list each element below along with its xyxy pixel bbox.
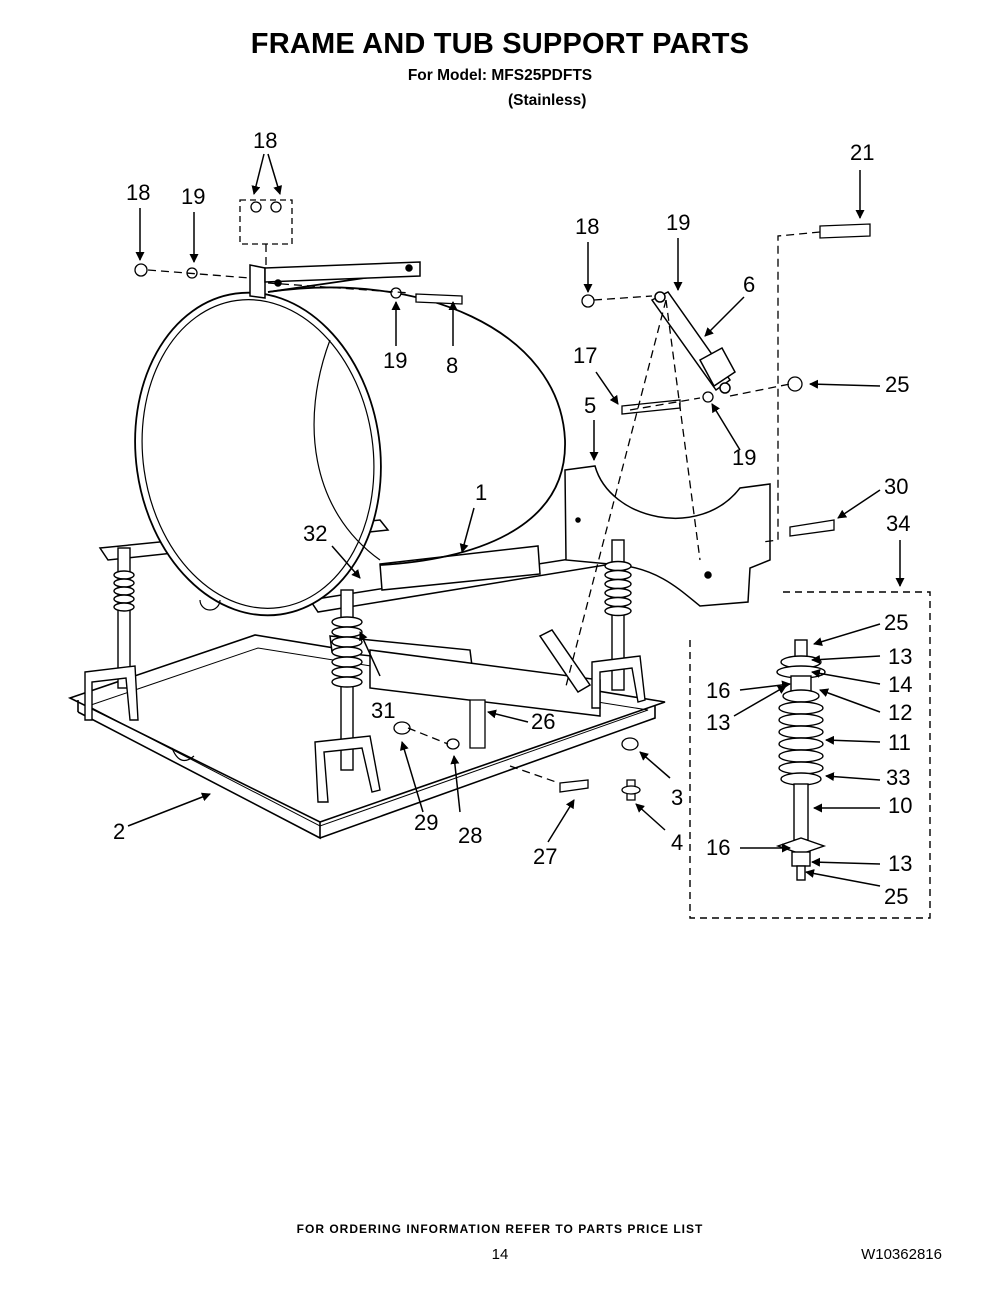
- suspension-springs: [84, 539, 646, 803]
- leader-arrows: [127, 153, 905, 887]
- callout-5: 5: [584, 393, 596, 418]
- rear-support: [564, 465, 771, 607]
- callout-31: 31: [371, 698, 395, 723]
- callout-19: 19: [181, 184, 205, 209]
- callout-4: 4: [671, 830, 683, 855]
- callout-13: 13: [888, 851, 912, 876]
- spring-assembly-inset: [689, 591, 931, 919]
- finish-line: (Stainless): [508, 92, 587, 109]
- callout-18: 18: [126, 180, 150, 205]
- callout-27: 27: [533, 844, 557, 869]
- ordering-note: FOR ORDERING INFORMATION REFER TO PARTS …: [296, 1222, 704, 1236]
- callout-17: 17: [573, 343, 597, 368]
- callout-30: 30: [884, 474, 908, 499]
- callout-18: 18: [575, 214, 599, 239]
- callout-8: 8: [446, 353, 458, 378]
- callout-19: 19: [732, 445, 756, 470]
- model-line: For Model: MFS25PDFTS: [407, 67, 593, 84]
- callout-14: 14: [888, 672, 912, 697]
- callout-26: 26: [531, 709, 555, 734]
- callout-19: 19: [383, 348, 407, 373]
- callout-16: 16: [706, 678, 730, 703]
- damper-assembly: [538, 291, 736, 694]
- callout-12: 12: [888, 700, 912, 725]
- callout-25: 25: [884, 884, 908, 909]
- callout-25: 25: [885, 372, 909, 397]
- document-number: W10362816: [861, 1246, 942, 1263]
- callout-29: 29: [414, 810, 438, 835]
- callout-32: 32: [303, 521, 327, 546]
- page-title: FRAME AND TUB SUPPORT PARTS: [250, 28, 750, 60]
- callout-28: 28: [458, 823, 482, 848]
- callout-25: 25: [884, 610, 908, 635]
- callout-1: 1: [475, 480, 487, 505]
- callout-21: 21: [850, 140, 874, 165]
- callout-18: 18: [253, 128, 277, 153]
- connector-lines: [147, 231, 821, 783]
- callout-16: 16: [706, 835, 730, 860]
- callout-6: 6: [743, 272, 755, 297]
- callout-11: 11: [888, 730, 911, 755]
- page-number: 14: [491, 1246, 509, 1263]
- callout-34: 34: [886, 511, 910, 536]
- callout-13: 13: [706, 710, 730, 735]
- callout-10: 10: [888, 793, 912, 818]
- callout-3: 3: [671, 785, 683, 810]
- callout-labels: 18 18 19 19 8 18 19 6 21 17 25 5 19 1 30…: [113, 128, 912, 909]
- callout-33: 33: [886, 765, 910, 790]
- callout-19: 19: [666, 210, 690, 235]
- callout-2: 2: [113, 819, 125, 844]
- callout-13: 13: [888, 644, 912, 669]
